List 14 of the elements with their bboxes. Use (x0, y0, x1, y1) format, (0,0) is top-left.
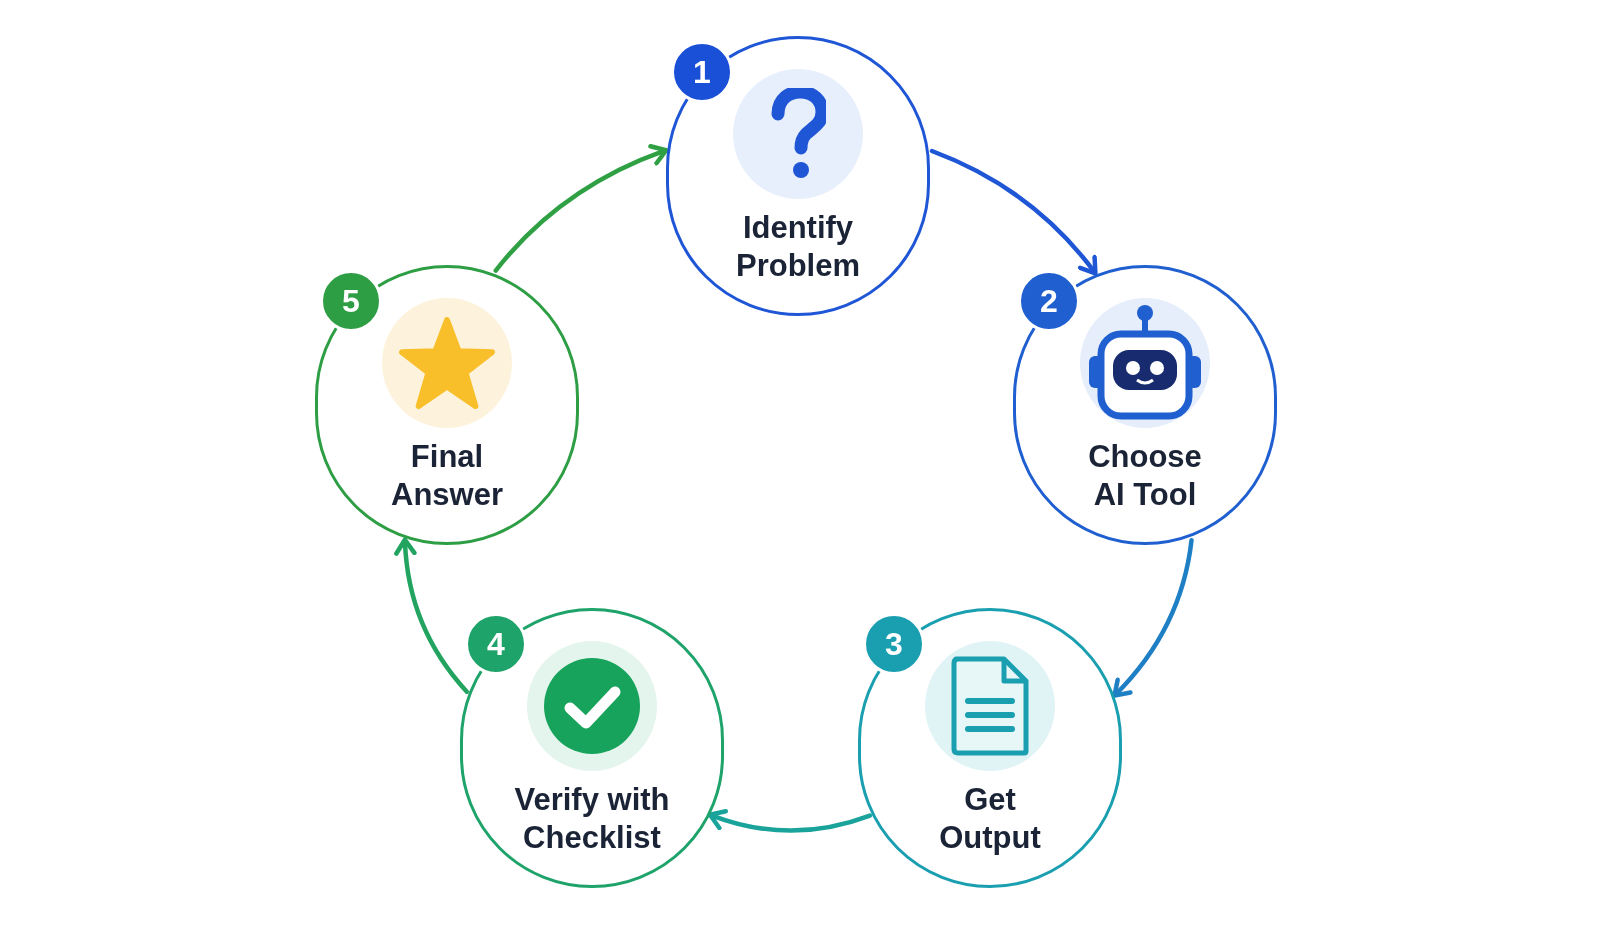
arrow (707, 808, 873, 833)
step-label: Verify with Checklist (513, 781, 671, 857)
step-label: Final Answer (390, 438, 504, 514)
step-number-badge: 1 (671, 41, 733, 103)
step-label: Get Output (938, 781, 1042, 857)
step-number-badge: 3 (863, 613, 925, 675)
step-number-badge: 4 (465, 613, 527, 675)
step-number-badge: 5 (320, 270, 382, 332)
step-label: Choose AI Tool (1087, 438, 1203, 514)
step-number-badge: 2 (1018, 270, 1080, 332)
arrow (1112, 538, 1194, 698)
step-label: Identify Problem (735, 209, 861, 285)
arrow (394, 537, 470, 694)
arrow (929, 148, 1098, 276)
